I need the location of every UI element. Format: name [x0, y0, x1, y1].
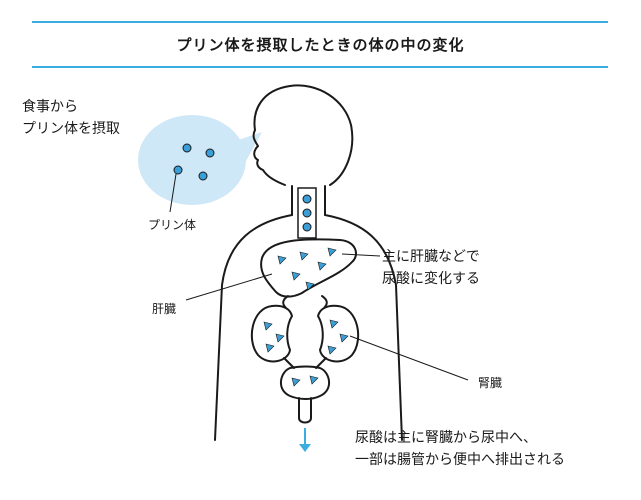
body-outline	[214, 84, 403, 441]
intake-line-2: プリン体を摂取	[22, 121, 120, 137]
leader-lines	[185, 253, 469, 381]
right-kidney-shape	[317, 304, 360, 363]
liver-label: 肝臓	[152, 302, 177, 316]
excretion-arrow	[299, 428, 311, 452]
purine-pointer	[169, 173, 177, 213]
diagram-title: プリン体を摂取したときの体の中の変化	[176, 36, 465, 54]
bottom-rule	[32, 66, 608, 68]
intake-text: 食事から プリン体を摂取	[22, 96, 120, 140]
speech-bubble	[138, 115, 262, 205]
left-kidney-shape	[250, 304, 293, 363]
intake-line-1: 食事から	[22, 99, 78, 115]
excretion-note: 尿酸は主に腎臓から尿中へ、 一部は腸管から便中へ排出される	[355, 427, 565, 471]
ureters	[282, 295, 328, 424]
esophagus-dots	[302, 194, 312, 232]
liver-note: 主に肝臓などで 尿酸に変化する	[382, 246, 480, 290]
bubble-purine-dots	[173, 143, 215, 181]
kidney-label: 腎臓	[478, 376, 503, 390]
excretion-line-2: 一部は腸管から便中へ排出される	[355, 452, 565, 468]
liver-note-line-1: 主に肝臓などで	[382, 249, 480, 265]
top-rule	[32, 21, 608, 23]
bladder-shape	[280, 365, 330, 400]
purine-label: プリン体	[148, 218, 197, 232]
uric-acid-triangles	[263, 247, 349, 387]
excretion-line-1: 尿酸は主に腎臓から尿中へ、	[355, 430, 537, 446]
organs	[250, 238, 360, 400]
liver-note-line-2: 尿酸に変化する	[382, 271, 480, 287]
